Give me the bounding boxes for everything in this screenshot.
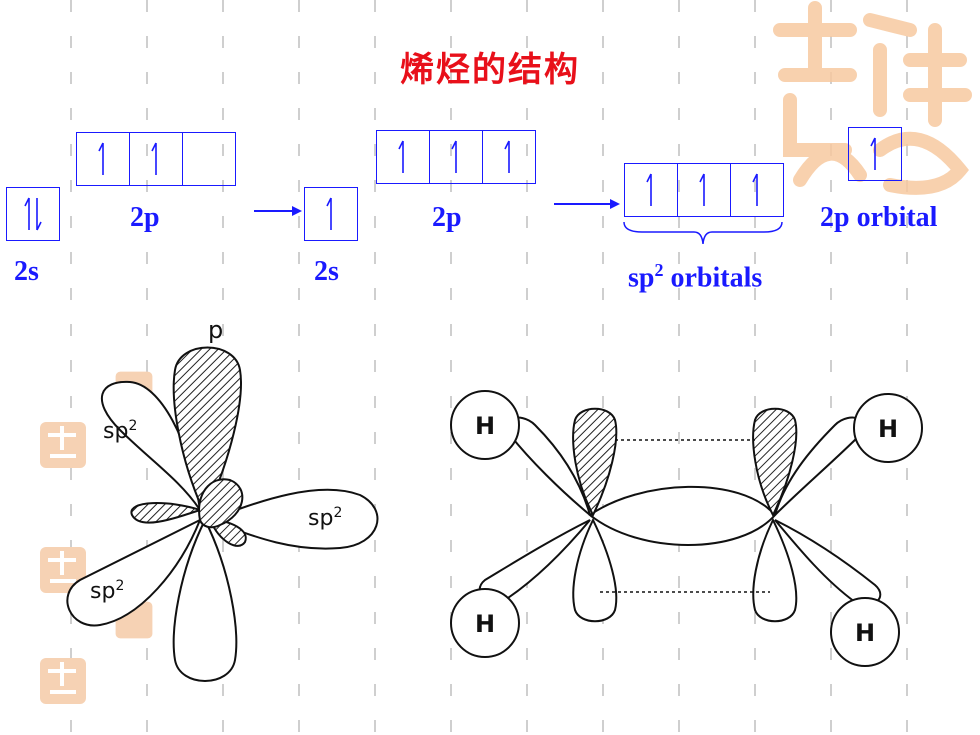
transition-arrow-icon xyxy=(554,199,620,209)
orbital-boxes-ground-2s xyxy=(6,187,60,241)
slide-title: 烯烃的结构 xyxy=(400,50,580,90)
orbital-box-cell xyxy=(731,164,783,216)
orbital-box-cell xyxy=(430,131,483,183)
sp2-label-lower: sp2 xyxy=(90,578,124,604)
electron-arrow-icon xyxy=(151,142,157,175)
electron-arrow-icon xyxy=(646,173,652,206)
electron-arrow-icon xyxy=(398,140,404,173)
electron-arrow-icon xyxy=(98,142,104,175)
orbital-box-cell xyxy=(77,133,130,185)
label-ground-2p: 2p xyxy=(130,202,160,233)
electron-arrow-icon xyxy=(504,140,510,173)
electron-arrow-icon xyxy=(326,197,332,230)
electron-arrow-icon xyxy=(183,133,235,185)
electron-arrow-icon xyxy=(752,173,758,206)
label-excited-2p: 2p xyxy=(432,202,462,233)
label-excited-2s: 2s xyxy=(314,256,339,287)
seal-watermark-small xyxy=(40,547,86,593)
orbital-box-cell xyxy=(183,133,235,185)
seal-watermark-small xyxy=(40,658,86,704)
orbital-boxes-hybrid xyxy=(624,163,784,217)
hydrogen-label: H xyxy=(855,619,875,647)
electron-arrow-icon xyxy=(870,137,876,170)
orbital-box-cell xyxy=(305,188,357,240)
ethylene-orbital-diagram: H H H H xyxy=(450,390,923,667)
orbital-box-cell xyxy=(130,133,183,185)
orbital-box-cell xyxy=(678,164,731,216)
orbital-box-cell xyxy=(483,131,535,183)
electron-arrow-icon xyxy=(451,140,457,173)
hydrogen-atom-bottom-left xyxy=(450,588,520,658)
orbital-boxes-excited-2s xyxy=(304,187,358,241)
orbital-boxes-ground-2p xyxy=(76,132,236,186)
orbital-boxes-excited-2p xyxy=(376,130,536,184)
p-orbital-label: p xyxy=(208,320,223,344)
orbital-box-cell xyxy=(849,128,901,180)
transition-arrow-icon xyxy=(254,206,302,216)
orbital-boxes-remaining-2p xyxy=(848,127,902,181)
sp2-label-right: sp2 xyxy=(308,505,342,531)
hydrogen-atom-top-left xyxy=(450,390,520,460)
hydrogen-atom-top-right xyxy=(853,393,923,463)
electron-arrow-icon xyxy=(24,197,42,231)
sp2-label-upper: sp2 xyxy=(103,418,137,444)
hydrogen-atom-bottom-right xyxy=(830,597,900,667)
label-remaining-2p: 2p orbital xyxy=(820,202,938,233)
electron-arrow-icon xyxy=(699,173,705,206)
hydrogen-label: H xyxy=(475,610,495,638)
label-ground-2s: 2s xyxy=(14,256,39,287)
label-hybrid-orbitals: sp2 orbitals xyxy=(628,260,763,294)
carbon-sp2-orbital-diagram: p sp2 sp2 sp2 xyxy=(66,320,379,682)
hydrogen-label: H xyxy=(878,415,898,443)
seal-watermark-large xyxy=(773,1,972,195)
orbital-box-cell xyxy=(625,164,678,216)
hydrogen-label: H xyxy=(475,412,495,440)
orbital-box-cell xyxy=(7,188,59,240)
brace-icon xyxy=(623,221,783,245)
seal-watermark-small xyxy=(40,422,86,468)
orbital-box-cell xyxy=(377,131,430,183)
